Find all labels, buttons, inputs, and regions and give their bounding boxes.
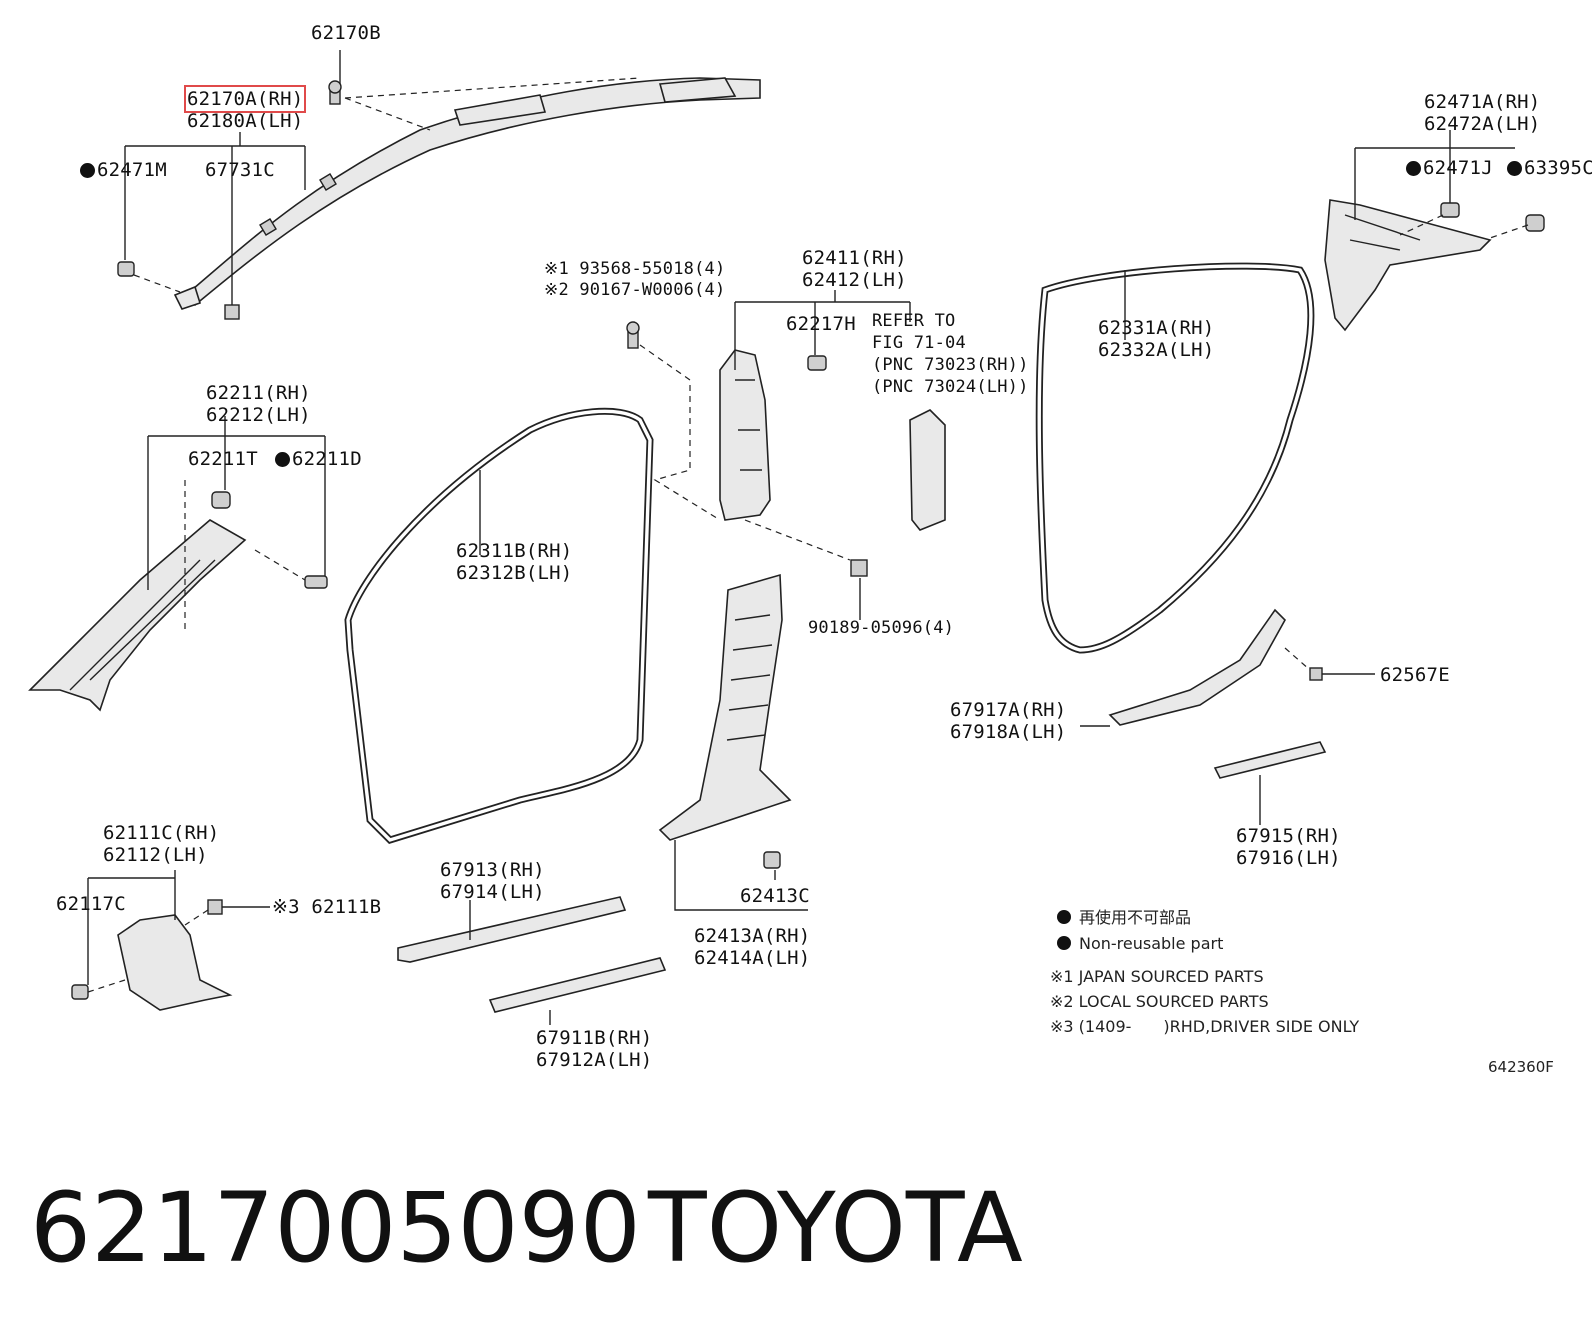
- label-62413C: 62413C: [740, 885, 810, 907]
- scuff-plate-67915: [1213, 741, 1327, 779]
- label-67913: 67913(RH): [440, 859, 545, 881]
- label-62211: 62211(RH): [206, 382, 311, 404]
- clip-63395C: [1525, 214, 1545, 232]
- label-62212: 62212(LH): [206, 404, 311, 426]
- legend-en: Non-reusable part: [1057, 932, 1223, 956]
- label-62331A: 62331A(RH): [1098, 317, 1215, 339]
- legend-note2: ※2 LOCAL SOURCED PARTS: [1050, 992, 1269, 1011]
- seatbelt-anchor-ref: [909, 409, 946, 531]
- legend-jp: 再使用不可部品: [1057, 906, 1191, 930]
- clip-62217H: [807, 355, 827, 371]
- label-62180A: 62180A(LH): [187, 110, 304, 132]
- scuff-plate-67917A: [1108, 608, 1286, 726]
- label-62211T: 62211T: [188, 448, 258, 470]
- center-pillar-lower-62413A: [658, 573, 792, 841]
- clip-62471J: [1440, 202, 1460, 218]
- clip-62170B: [328, 80, 342, 105]
- label-67918A: 67918A(LH): [950, 721, 1067, 743]
- clip-62211D: [304, 575, 328, 589]
- center-pillar-upper-62411: [719, 349, 771, 521]
- label-62211D: 62211D: [275, 448, 362, 470]
- clip-62111B: [207, 899, 223, 915]
- label-62111B: ※3 62111B: [272, 896, 382, 918]
- label-62117C: 62117C: [56, 893, 126, 915]
- label-67916: 67916(LH): [1236, 847, 1341, 869]
- label-67911B: 67911B(RH): [536, 1027, 653, 1049]
- screw-93568: [626, 321, 640, 349]
- label-62567E: 62567E: [1380, 664, 1450, 686]
- label-62413A: 62413A(RH): [694, 925, 811, 947]
- label-93568: ※1 93568-55018(4): [544, 259, 726, 279]
- scuff-plate-67913: [397, 896, 627, 963]
- legend-note1: ※1 JAPAN SOURCED PARTS: [1050, 967, 1264, 986]
- label-62111C: 62111C(RH): [103, 822, 220, 844]
- non-reusable-dot-icon: [1057, 936, 1071, 950]
- label-62112: 62112(LH): [103, 844, 208, 866]
- non-reusable-dot-icon: [80, 163, 95, 178]
- label-67731C: 67731C: [205, 159, 275, 181]
- label-67915: 67915(RH): [1236, 825, 1341, 847]
- label-62472A: 62472A(LH): [1424, 113, 1541, 135]
- label-62414A: 62414A(LH): [694, 947, 811, 969]
- clip-62211T: [211, 491, 231, 509]
- label-90167: ※2 90167-W0006(4): [544, 280, 726, 300]
- label-90189: 90189-05096(4): [808, 618, 955, 638]
- label-62471A: 62471A(RH): [1424, 91, 1541, 113]
- door-seal-62311B: [344, 407, 654, 844]
- refer-line-4: (PNC 73024(LH)): [872, 377, 1029, 397]
- clip-62471M: [117, 261, 135, 277]
- label-62471J: 62471J: [1406, 157, 1493, 179]
- legend-note3: ※3 (1409- )RHD,DRIVER SIDE ONLY: [1050, 1017, 1360, 1036]
- trim-62471A: [1324, 199, 1492, 332]
- clip-90189: [850, 559, 868, 577]
- label-62170A-highlighted[interactable]: 62170A(RH): [183, 85, 307, 113]
- label-62217H: 62217H: [786, 313, 856, 335]
- label-62412: 62412(LH): [802, 269, 907, 291]
- clip-62413C: [763, 851, 781, 869]
- label-67912A: 67912A(LH): [536, 1049, 653, 1071]
- caption-part-number: 6217005090: [30, 1172, 641, 1284]
- label-67914: 67914(LH): [440, 881, 545, 903]
- non-reusable-dot-icon: [275, 452, 290, 467]
- caption-brand: TOYOTA: [648, 1172, 1023, 1284]
- figure-code: 642360F: [1488, 1058, 1554, 1076]
- clip-62117C: [71, 984, 89, 1000]
- scuff-plate-67911B: [488, 957, 667, 1013]
- label-62471M: 62471M: [80, 159, 167, 181]
- refer-line-1: REFER TO: [872, 311, 956, 331]
- non-reusable-dot-icon: [1057, 910, 1071, 924]
- label-62312B: 62312B(LH): [456, 562, 573, 584]
- label-62332A: 62332A(LH): [1098, 339, 1215, 361]
- label-62170B: 62170B: [311, 22, 381, 44]
- non-reusable-dot-icon: [1507, 161, 1522, 176]
- non-reusable-dot-icon: [1406, 161, 1421, 176]
- refer-line-3: (PNC 73023(RH)): [872, 355, 1029, 375]
- clip-67731C: [224, 304, 240, 320]
- cowl-trim-62111C: [117, 914, 233, 1011]
- label-62311B: 62311B(RH): [456, 540, 573, 562]
- clip-62567E: [1309, 667, 1323, 681]
- pillar-garnish-62211: [28, 519, 247, 712]
- refer-line-2: FIG 71-04: [872, 333, 966, 353]
- door-seal-62331A: [1035, 262, 1315, 654]
- label-67917A: 67917A(RH): [950, 699, 1067, 721]
- label-62411: 62411(RH): [802, 247, 907, 269]
- curtain-airbag: [173, 77, 761, 310]
- label-63395C: 63395C: [1507, 157, 1592, 179]
